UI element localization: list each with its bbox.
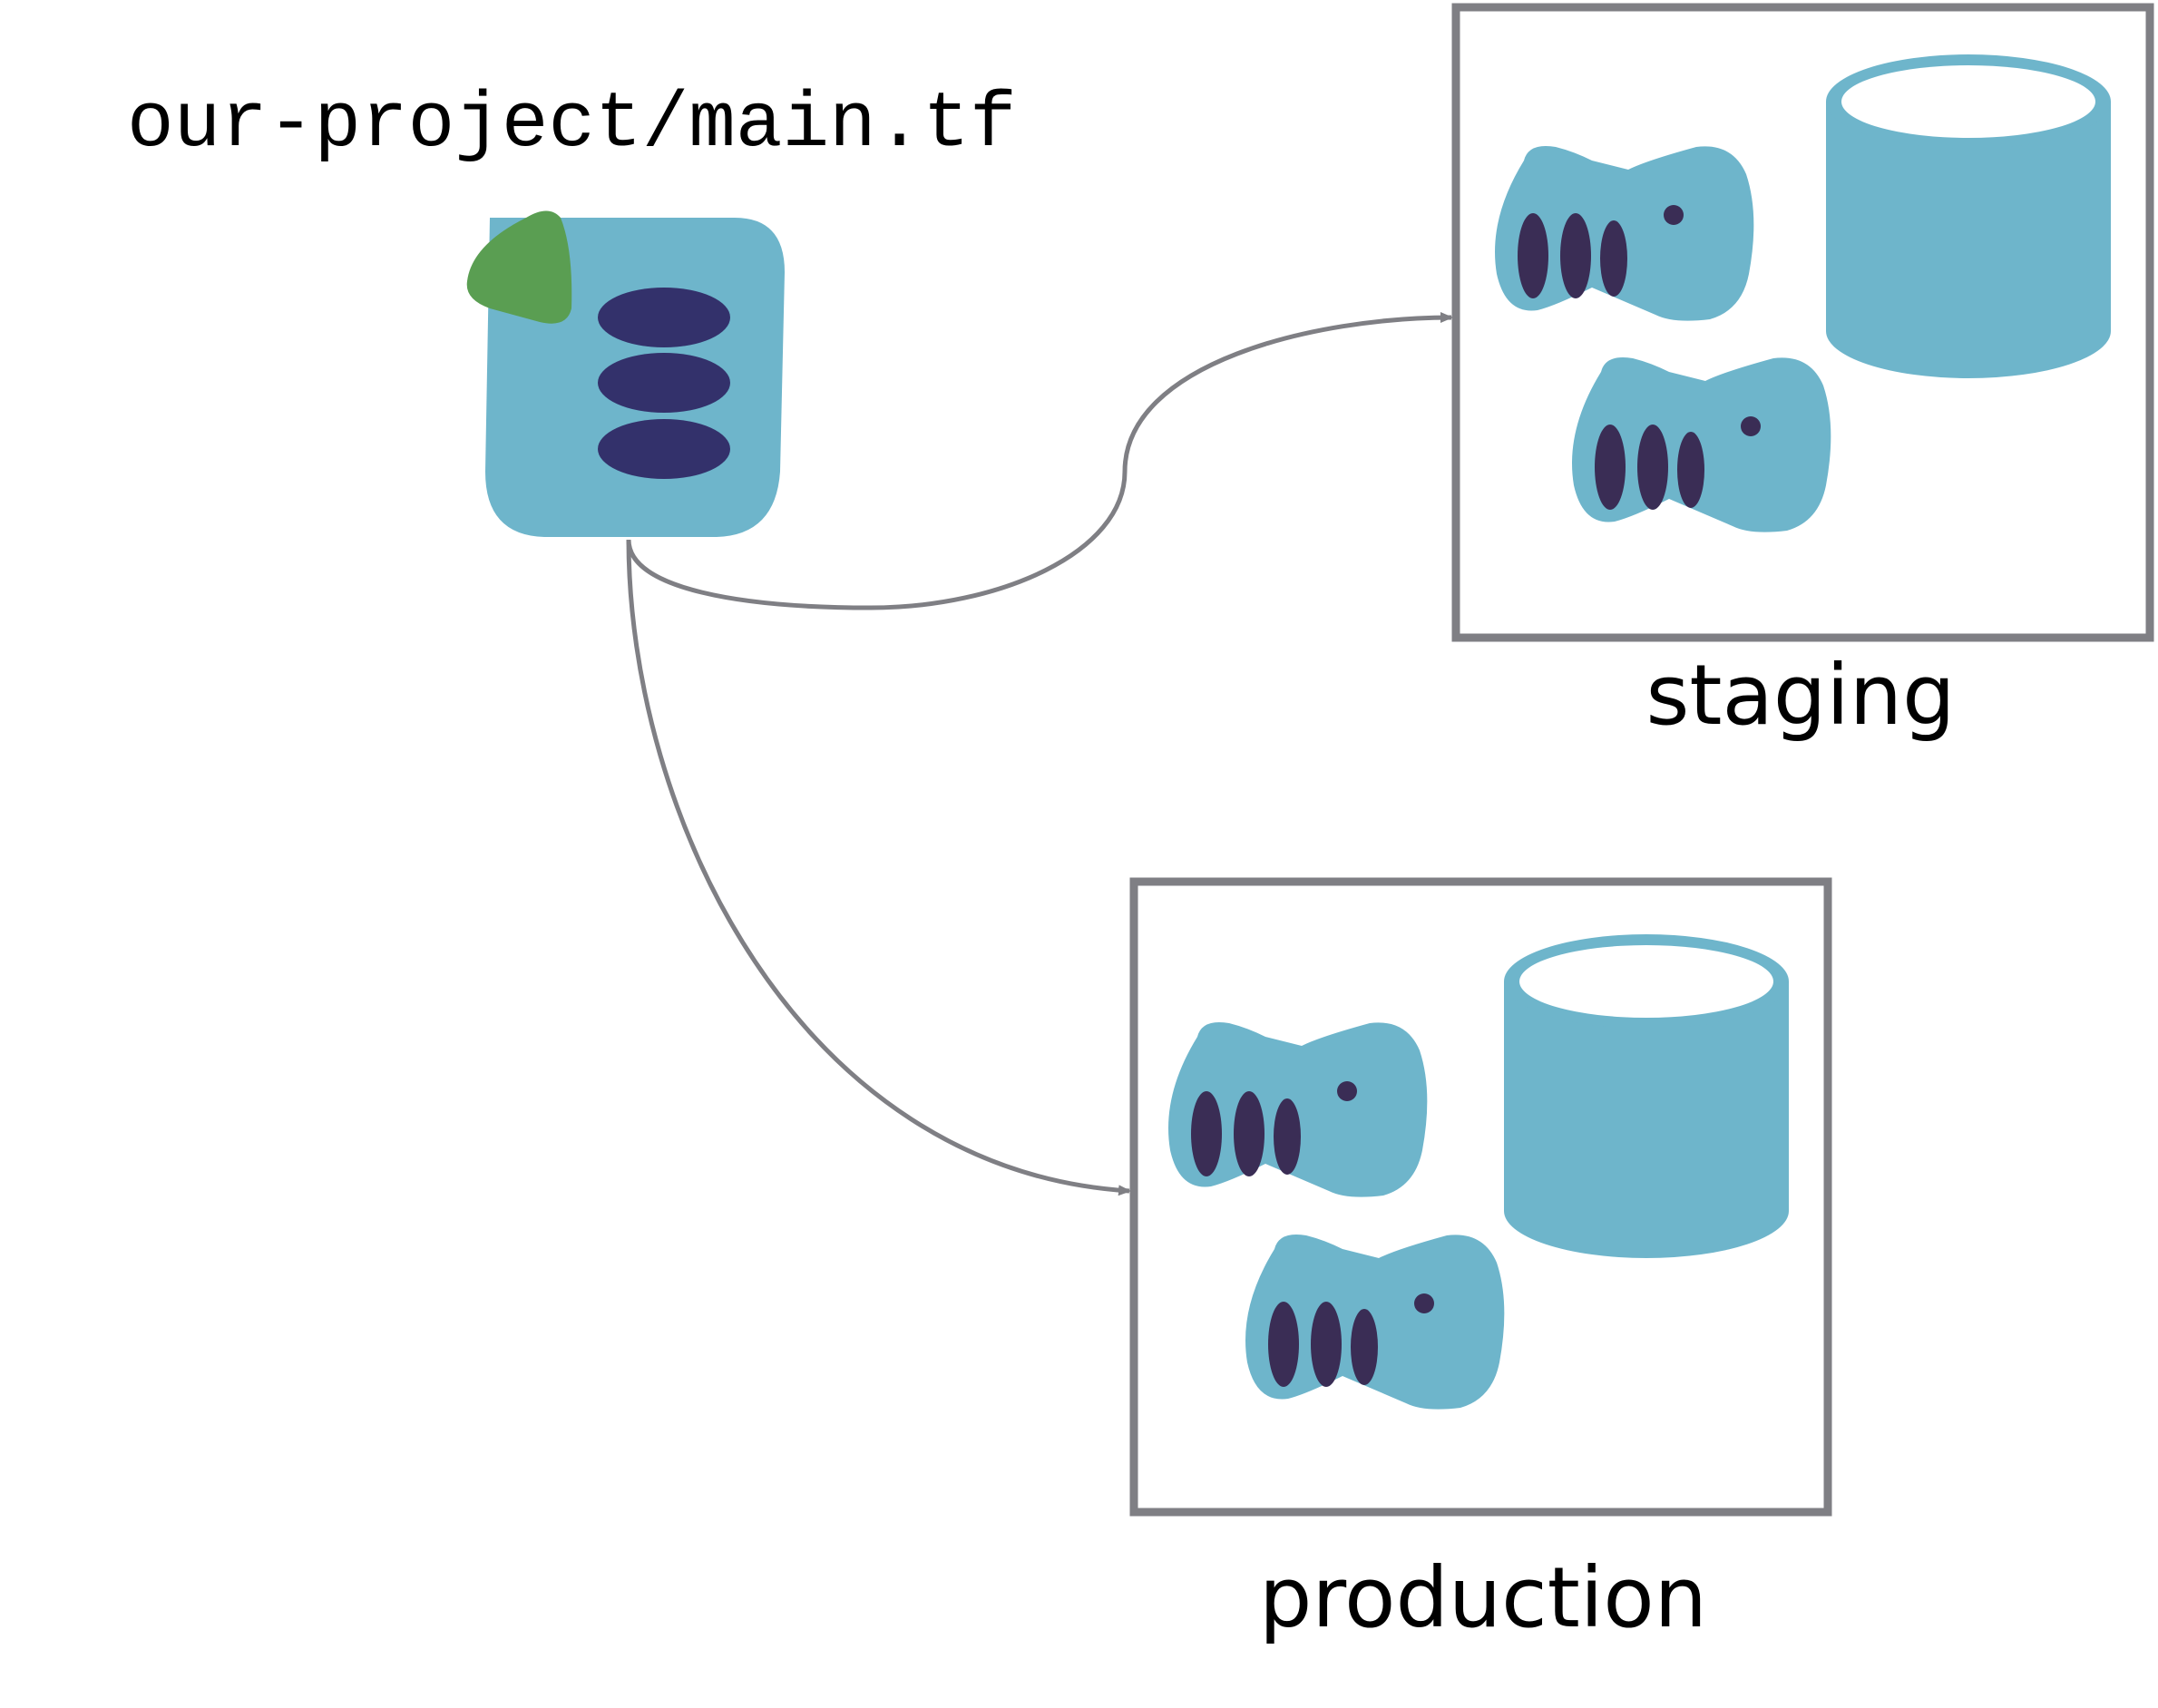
staging-label: staging <box>1645 647 1955 744</box>
source-file-label: our-project/main.tf <box>127 80 1017 169</box>
server-icon <box>1495 146 1754 321</box>
staging-environment <box>1451 3 2154 642</box>
terraform-file-icon <box>466 210 785 537</box>
arrow-to-staging <box>626 312 1453 610</box>
production-environment <box>1129 877 1832 1517</box>
arrow-to-production <box>626 539 1131 1196</box>
database-icon <box>1826 54 2111 378</box>
server-icon <box>1245 1235 1505 1410</box>
server-icon <box>1572 357 1831 532</box>
server-icon <box>1168 1022 1428 1197</box>
database-icon <box>1504 934 1789 1258</box>
production-label: production <box>1259 1549 1707 1646</box>
